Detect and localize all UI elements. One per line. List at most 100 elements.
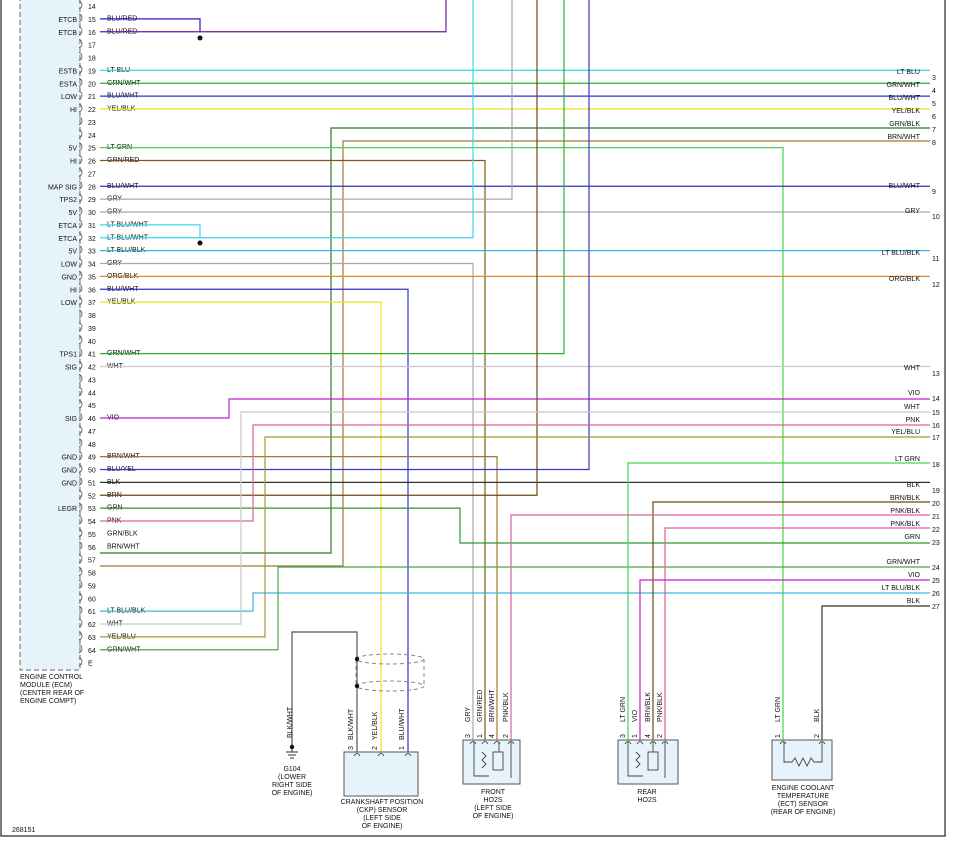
wire: [100, 0, 565, 355]
wire: [510, 514, 930, 740]
wire: [100, 0, 513, 200]
right-wire-label: BLU/WHT: [889, 183, 921, 190]
right-connector-number: 20: [932, 501, 940, 508]
wire: [100, 147, 784, 740]
shield-junction-dot: [354, 683, 360, 689]
front-ho2s-label-line: FRONT: [481, 789, 506, 796]
rear-ho2s-label-line: HO2S: [637, 797, 656, 804]
pin-bracket-icon: [78, 0, 83, 10]
front-ho2s-heater-icon: [473, 742, 512, 778]
right-connector-number: 17: [932, 435, 940, 442]
ckp-sensor-box: [343, 751, 419, 797]
ecm-pin-number: 52: [88, 493, 96, 500]
pin-cap-icon: [624, 741, 632, 745]
ect-thermistor-icon: [783, 742, 823, 768]
ecm-pin-number: 20: [88, 81, 96, 88]
ecm-pin-function: 5V: [68, 249, 77, 256]
right-wire-label: PNK: [906, 417, 921, 424]
ecm-pin-number: 14: [88, 4, 96, 11]
pin-bracket-icon: [78, 103, 83, 113]
ecm-pin-number: 40: [88, 339, 96, 346]
pin-bracket-icon: [78, 232, 83, 242]
pin-bracket-icon: [78, 618, 83, 628]
right-wire-label: WHT: [904, 404, 921, 411]
right-connector-number: 26: [932, 591, 940, 598]
ecm-label-line: ENGINE CONTROL: [20, 674, 83, 681]
right-connector-number: 10: [932, 214, 940, 221]
right-wire-label: YEL/BLU: [891, 429, 920, 436]
ecm-pin-number: 63: [88, 635, 96, 642]
splice-dot: [197, 35, 203, 41]
right-connector-number: 18: [932, 462, 940, 469]
pin-bracket-icon: [78, 180, 83, 190]
pin-cap-icon: [469, 741, 477, 745]
right-wire-label: VIO: [908, 572, 921, 579]
ecm-pin-number: 30: [88, 210, 96, 217]
pin-bracket-icon: [78, 412, 83, 422]
front-ho2s-label-line: HO2S: [483, 797, 502, 804]
pin-bracket-icon: [78, 258, 83, 267]
ecm-pin-number: 23: [88, 120, 96, 127]
ecm-pin-function: SIG: [65, 365, 77, 372]
pin-bracket-icon: [78, 425, 83, 435]
pin-cap-icon: [404, 753, 412, 757]
ecm-pin-number: 24: [88, 133, 96, 140]
right-wire-label: GRN/WHT: [887, 82, 921, 89]
rear-ho2s-pin-number: 3: [620, 734, 627, 738]
component-symbols: [197, 35, 833, 797]
wire: [100, 592, 930, 612]
ecm-pin-number: 53: [88, 506, 96, 513]
ckp-label-line: (LEFT SIDE: [363, 815, 401, 822]
ecm-pin-function: HI: [70, 287, 77, 294]
ect-wire-label: LT GRN: [775, 697, 782, 722]
front-ho2s-pin-number: 4: [489, 734, 496, 738]
ecm-pin-number: 55: [88, 532, 96, 539]
pin-bracket-icon: [78, 399, 83, 409]
ecm-pin-number: 51: [88, 480, 96, 487]
ecm-pin-function: LOW: [61, 300, 77, 307]
pin-bracket-icon: [78, 476, 83, 486]
right-wire-label: BLU/WHT: [889, 95, 921, 102]
right-connector-number: 6: [932, 114, 936, 121]
pin-bracket-icon: [78, 193, 83, 203]
right-wire-label: YEL/BLK: [892, 108, 921, 115]
g104-wire-label: BLK/WHT: [287, 706, 294, 738]
pin-cap-icon: [818, 741, 826, 745]
ecm-pin-number: 15: [88, 17, 96, 24]
ecm-pin-function: ESTA: [59, 81, 77, 88]
pin-cap-icon: [353, 753, 361, 757]
ecm-pin-number: 57: [88, 558, 96, 565]
wire: [100, 456, 498, 740]
ecm-pin-number: 25: [88, 146, 96, 153]
ecm-pin-number: 17: [88, 43, 96, 50]
right-wire-label: GRN/WHT: [887, 559, 921, 566]
ecm-pin-number: 61: [88, 609, 96, 616]
wire-group: [100, 0, 930, 752]
rear-ho2s-pin-number: 2: [657, 734, 664, 738]
shield-icon: [355, 653, 425, 692]
ckp-wire-label: BLK/WHT: [348, 708, 355, 740]
ecm-pin-function: ETCA: [58, 236, 77, 243]
pin-bracket-icon: [78, 657, 83, 667]
right-wire-label: WHT: [904, 365, 921, 372]
wire: [100, 424, 930, 522]
splice-dot: [197, 240, 203, 246]
ecm-pin-function: TPS1: [59, 352, 77, 359]
right-connector-number: 4: [932, 88, 936, 95]
ect-label-line: TEMPERATURE: [777, 793, 830, 800]
front-ho2s-wire-label: GRY: [465, 707, 472, 722]
ecm-pin-number: 50: [88, 468, 96, 475]
wire: [100, 398, 930, 419]
right-wire-label: LT BLU/BLK: [882, 585, 921, 592]
ecm-pin-function: 5V: [68, 146, 77, 153]
figure-id: 268151: [12, 827, 35, 834]
ckp-pin-number: 3: [348, 746, 355, 750]
pin-bracket-icon: [78, 489, 83, 499]
wire: [100, 0, 474, 239]
right-connector-number: 5: [932, 101, 936, 108]
pin-cap-icon: [493, 741, 501, 745]
front-ho2s-box: [462, 739, 521, 785]
